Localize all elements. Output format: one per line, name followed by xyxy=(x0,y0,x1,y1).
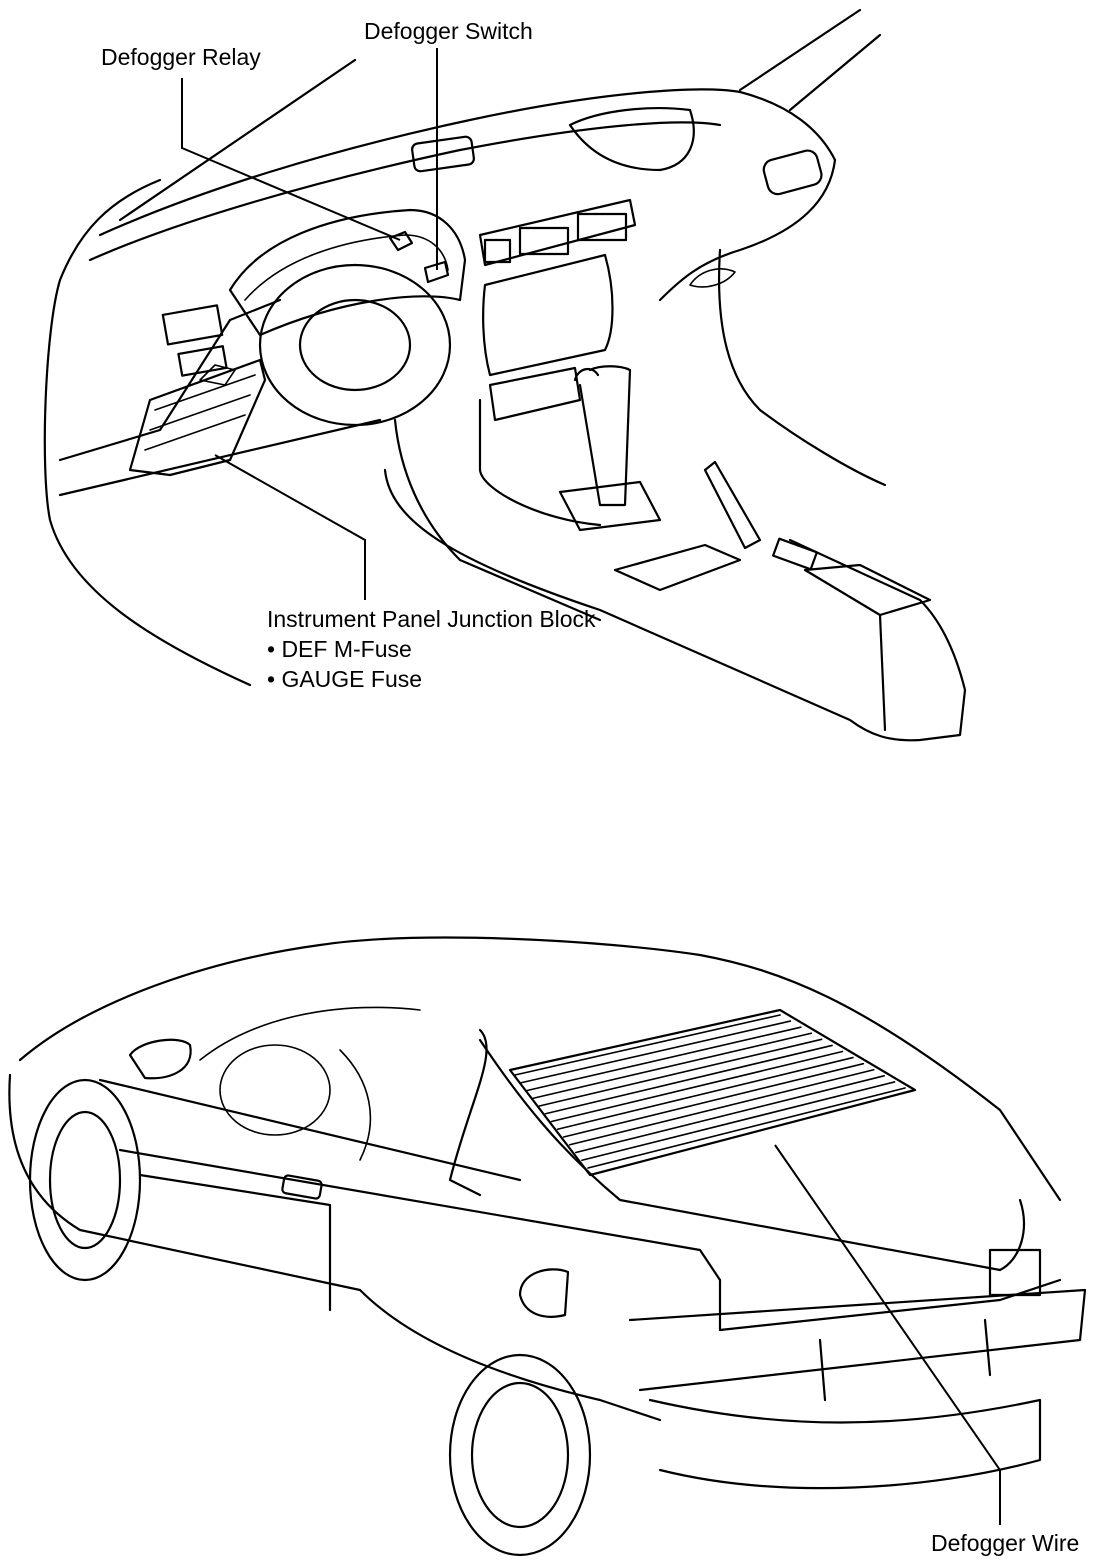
defogger-heating-line xyxy=(562,1062,865,1138)
junction-block-label: Instrument Panel Junction Block • DEF M-… xyxy=(267,604,596,694)
shifter xyxy=(578,365,632,507)
junction-block xyxy=(128,358,267,477)
defogger-grid xyxy=(514,1014,906,1169)
gauge-fuse-item: • GAUGE Fuse xyxy=(267,666,423,692)
dash-top-edge xyxy=(98,88,837,237)
defogger-heating-line xyxy=(544,1044,833,1115)
defogger-heating-line xyxy=(556,1056,854,1131)
front-wheel xyxy=(28,1078,142,1282)
steering-column xyxy=(393,418,602,622)
rear-wheel xyxy=(448,1353,592,1557)
beltline xyxy=(98,1078,522,1182)
right-vent xyxy=(762,149,823,196)
dash-top-inner xyxy=(88,121,722,262)
fuel-door xyxy=(518,1268,570,1318)
defogger-heating-line xyxy=(575,1075,885,1154)
left-switch xyxy=(177,345,228,377)
center-vent-right xyxy=(576,212,628,242)
interior-wheel xyxy=(219,1044,331,1136)
junction-block-fuse xyxy=(199,364,236,386)
junction-block-detail xyxy=(144,374,256,451)
def-m-fuse-item: • DEF M-Fuse xyxy=(267,636,412,662)
tail-lamp xyxy=(988,1248,1042,1297)
console-box xyxy=(803,563,932,617)
defogger-heating-line xyxy=(532,1032,813,1100)
defogger-heating-line xyxy=(587,1087,906,1169)
dash-right-sweep xyxy=(658,158,837,302)
b-pillar xyxy=(448,1028,488,1197)
body-side xyxy=(8,1073,662,1422)
passenger-side-line xyxy=(717,248,887,487)
parking-brake xyxy=(703,460,762,550)
rear-window xyxy=(508,1008,917,1177)
center-vent-left xyxy=(518,226,570,256)
defogger-switch-label: Defogger Switch xyxy=(364,18,533,44)
defogger-wire-label: Defogger Wire xyxy=(931,1530,1080,1556)
windshield-left-line xyxy=(118,58,357,222)
console-outline xyxy=(383,468,967,742)
interior-dash xyxy=(199,1006,421,1061)
cluster-hood xyxy=(228,208,467,337)
junction-block-title: Instrument Panel Junction Block xyxy=(267,606,596,632)
defogger-heating-line xyxy=(581,1081,896,1162)
brake-button xyxy=(772,537,818,571)
defogger-heating-line xyxy=(526,1026,802,1092)
defogger-heating-line xyxy=(514,1014,781,1076)
left-vent xyxy=(161,304,224,346)
plate-right xyxy=(983,1318,992,1377)
console-box-edge xyxy=(878,613,887,732)
glovebox-handle xyxy=(689,268,736,288)
defogger-relay-part xyxy=(388,230,414,252)
shift-gate xyxy=(558,480,662,532)
console-tray xyxy=(613,543,742,592)
defogger-relay-leader xyxy=(181,78,401,241)
rear-bumper-top xyxy=(628,1288,1087,1392)
junction-block-leader xyxy=(214,454,366,600)
trunk-lip xyxy=(718,1278,1062,1332)
defogger-switch-part xyxy=(423,260,450,284)
center-vents-row xyxy=(478,198,637,267)
passenger-airbag-cover xyxy=(568,107,695,172)
plate-left xyxy=(818,1338,827,1402)
cluster-inner xyxy=(244,234,449,301)
hazard-switch xyxy=(483,238,512,264)
defogger-wire-leader xyxy=(774,1144,1001,1525)
roof-outline xyxy=(18,936,1062,1202)
defogger-relay-label: Defogger Relay xyxy=(101,44,261,70)
door-panel xyxy=(138,1173,332,1312)
door-outline xyxy=(43,178,252,687)
knee-panel xyxy=(58,298,282,462)
interior-pillar xyxy=(339,1049,372,1161)
side-mirror xyxy=(128,1038,192,1080)
door-handle xyxy=(281,1174,323,1200)
rear-wheel-inner xyxy=(470,1381,570,1529)
console-left-edge xyxy=(478,398,602,527)
audio-panel xyxy=(482,253,614,377)
rear-deck-line xyxy=(478,1038,1025,1272)
rear-bumper xyxy=(648,1398,1042,1490)
windshield-right-line xyxy=(738,8,862,92)
defogger-heating-line xyxy=(538,1038,823,1107)
a-pillar-right xyxy=(788,33,882,112)
front-wheel-inner xyxy=(48,1110,122,1250)
center-defroster xyxy=(411,135,475,173)
defogger-heating-line xyxy=(568,1068,875,1146)
defogger-heating-line xyxy=(550,1050,844,1123)
climate-panel xyxy=(488,366,582,422)
door-line xyxy=(118,1148,722,1282)
shift-knob xyxy=(573,367,600,382)
steering-wheel-hub xyxy=(298,298,412,392)
defogger-heating-line xyxy=(520,1020,792,1084)
